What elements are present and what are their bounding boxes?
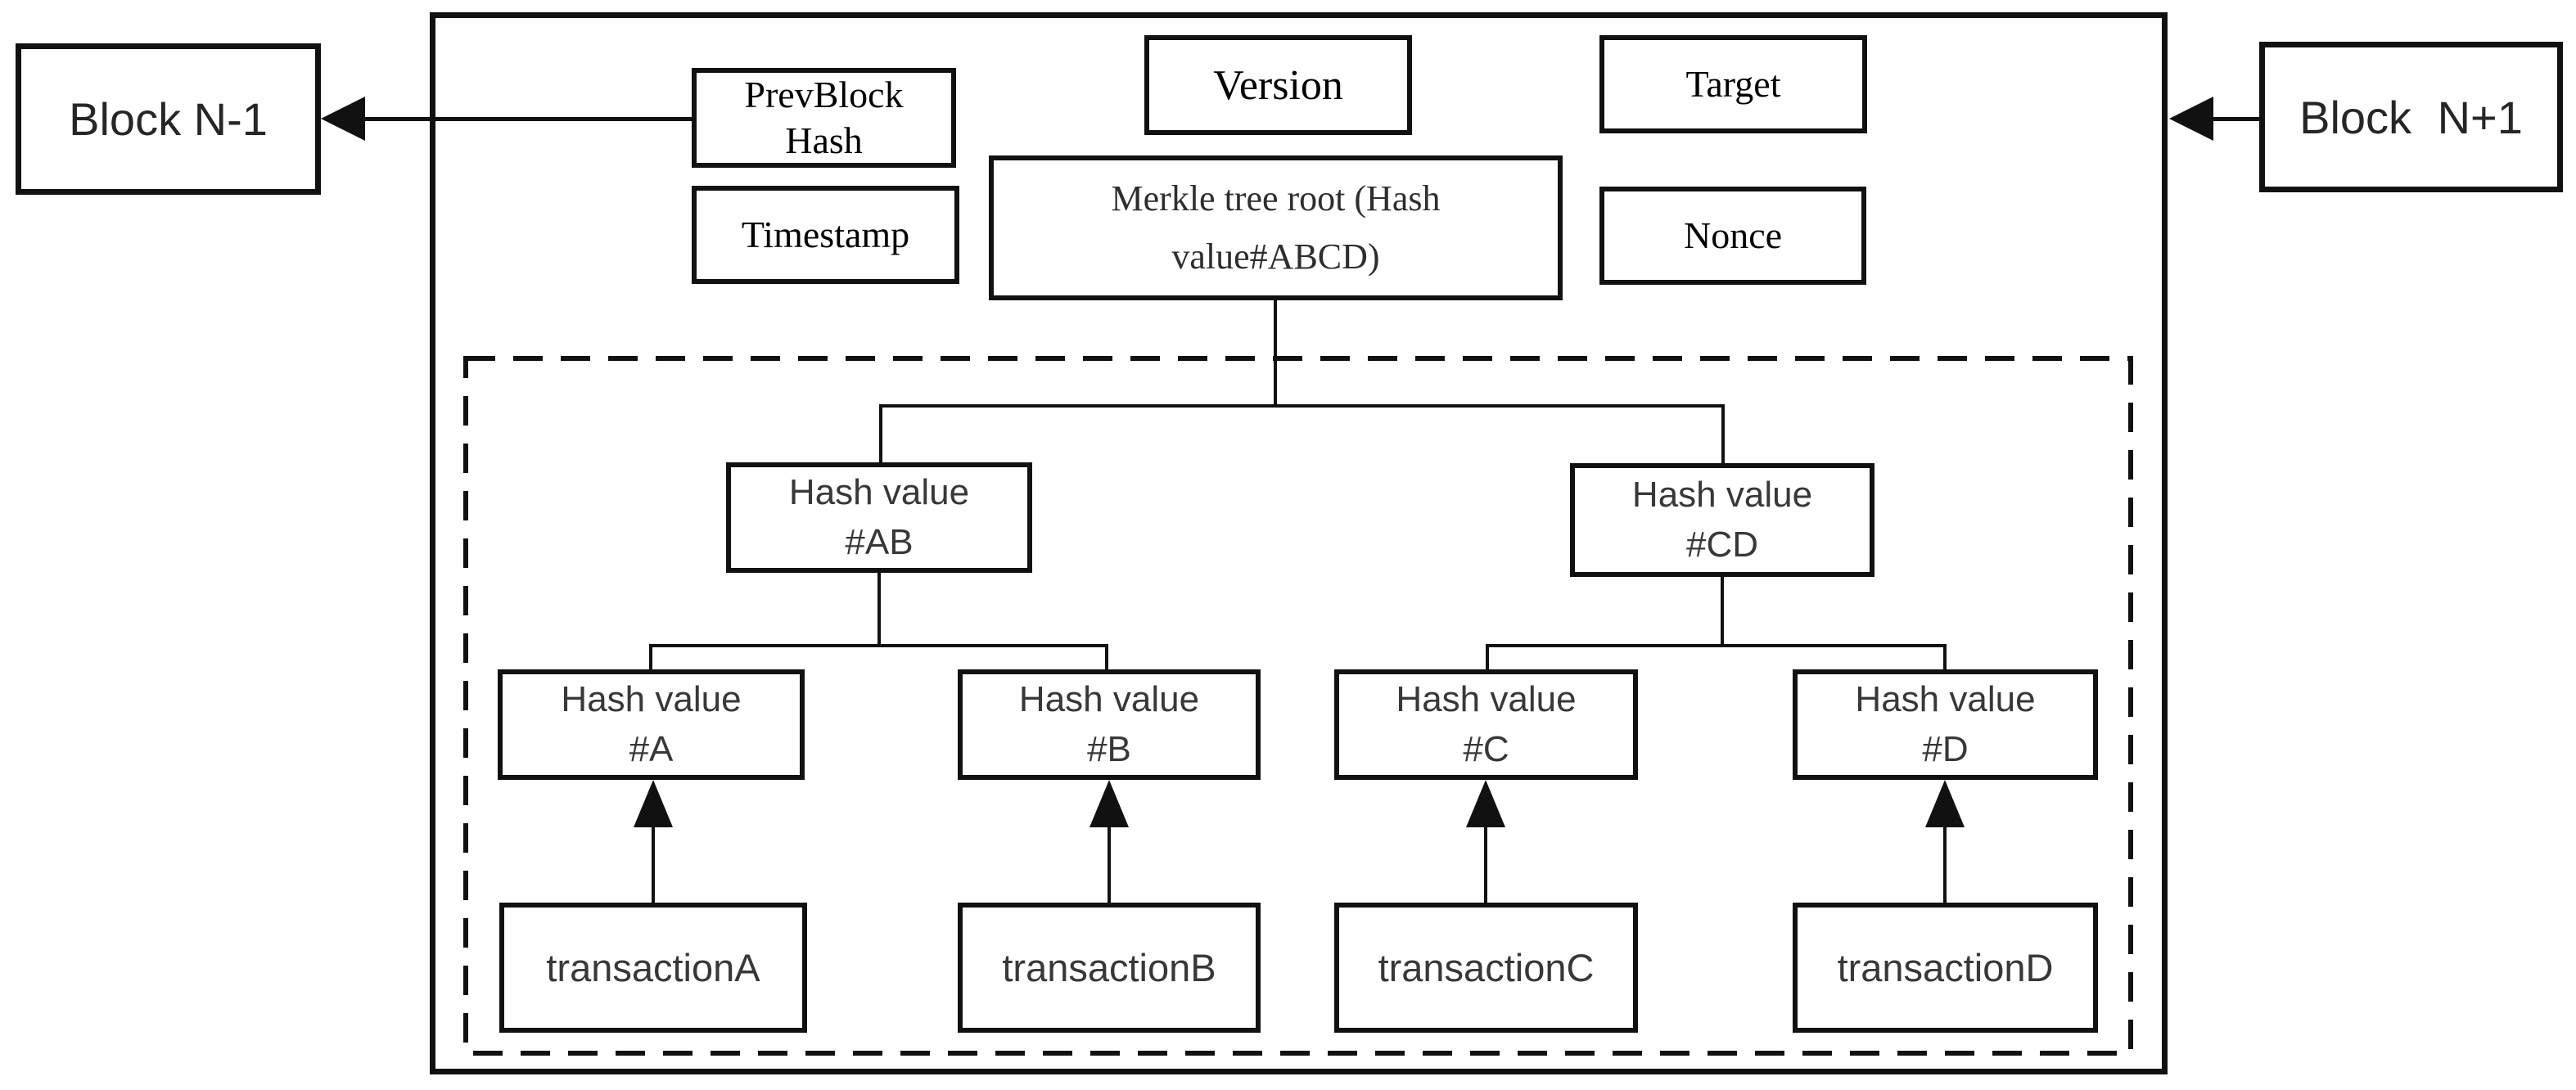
tx-a-arrow-head-icon — [634, 780, 673, 827]
arrow-to-prev-block-line — [360, 117, 692, 121]
nonce-box: Nonce — [1599, 187, 1866, 285]
hash-cd-down-connector — [1721, 577, 1724, 647]
connector-to-hash-c — [1486, 644, 1489, 669]
hash-cd-line1: Hash value — [1631, 474, 1813, 515]
hash-d-box: Hash value #D — [1793, 669, 2098, 780]
version-label: Version — [1213, 61, 1343, 109]
arrow-from-next-block-head-icon — [2169, 97, 2213, 141]
prev-block-hash-line1: PrevBlock — [744, 73, 904, 115]
prev-block-hash-line2: Hash — [785, 119, 863, 161]
tx-d-arrow-head-icon — [1925, 780, 1965, 827]
timestamp-box: Timestamp — [692, 186, 959, 284]
transaction-d-box: transactionD — [1793, 903, 2098, 1033]
transaction-b-box: transactionB — [958, 903, 1261, 1033]
connector-to-hash-cd — [1721, 404, 1725, 463]
hash-ab-line1: Hash value — [788, 471, 970, 512]
hash-c-box: Hash value #C — [1334, 669, 1638, 780]
level2-left-splitter — [649, 644, 1108, 647]
hash-ab-line2: #AB — [845, 521, 914, 562]
arrow-from-next-block-line — [2208, 117, 2259, 121]
transaction-b-label: transactionB — [1002, 946, 1216, 989]
hash-b-line1: Hash value — [1018, 678, 1200, 719]
connector-to-hash-d — [1943, 644, 1947, 669]
hash-c-line2: #C — [1463, 728, 1509, 769]
tx-c-arrow-head-icon — [1466, 780, 1505, 827]
level1-splitter — [879, 404, 1725, 408]
target-label: Target — [1685, 62, 1781, 105]
tx-d-arrow-line — [1943, 823, 1947, 903]
timestamp-label: Timestamp — [741, 213, 910, 255]
target-box: Target — [1599, 35, 1867, 133]
transaction-d-label: transactionD — [1837, 946, 2054, 989]
merkle-root-connector — [1274, 300, 1277, 406]
transaction-c-box: transactionC — [1334, 903, 1638, 1033]
hash-b-box: Hash value #B — [958, 669, 1261, 780]
hash-d-line1: Hash value — [1855, 678, 2036, 719]
prev-block-hash-box: PrevBlock Hash — [692, 68, 956, 168]
hash-cd-box: Hash value #CD — [1570, 463, 1874, 577]
hash-ab-down-connector — [877, 571, 881, 647]
merkle-root-box: Merkle tree root (Hash value#ABCD) — [989, 155, 1563, 300]
tx-a-arrow-line — [652, 823, 655, 903]
nonce-label: Nonce — [1683, 214, 1783, 256]
transaction-c-label: transactionC — [1378, 946, 1595, 989]
block-n-minus-1-label: Block N-1 — [69, 93, 268, 145]
hash-a-line2: #A — [629, 728, 674, 769]
connector-to-hash-a — [649, 644, 652, 669]
hash-d-line2: #D — [1922, 728, 1969, 769]
hash-a-line1: Hash value — [561, 678, 742, 719]
tx-b-arrow-head-icon — [1089, 780, 1129, 827]
merkle-root-line2: value#ABCD) — [1171, 236, 1380, 277]
hash-ab-box: Hash value #AB — [726, 462, 1032, 573]
hash-cd-line2: #CD — [1685, 524, 1758, 565]
hash-a-box: Hash value #A — [498, 669, 805, 780]
transaction-a-box: transactionA — [499, 903, 807, 1033]
merkle-root-line1: Merkle tree root (Hash — [1111, 178, 1441, 219]
connector-to-hash-b — [1105, 644, 1108, 669]
level2-right-splitter — [1486, 644, 1947, 647]
transaction-a-label: transactionA — [546, 946, 760, 989]
block-n-minus-1: Block N-1 — [16, 43, 321, 195]
tx-b-arrow-line — [1108, 823, 1111, 903]
hash-b-line2: #B — [1087, 728, 1131, 769]
merkle-tree-dashed-border — [463, 356, 2133, 1056]
hash-c-line1: Hash value — [1396, 678, 1577, 719]
version-box: Version — [1144, 35, 1412, 135]
block-n-plus-1: Block N+1 — [2259, 42, 2563, 192]
arrow-to-prev-block-head-icon — [321, 97, 365, 141]
connector-to-hash-ab — [879, 404, 882, 462]
block-n-plus-1-label: Block N+1 — [2299, 91, 2523, 143]
tx-c-arrow-line — [1484, 823, 1487, 903]
